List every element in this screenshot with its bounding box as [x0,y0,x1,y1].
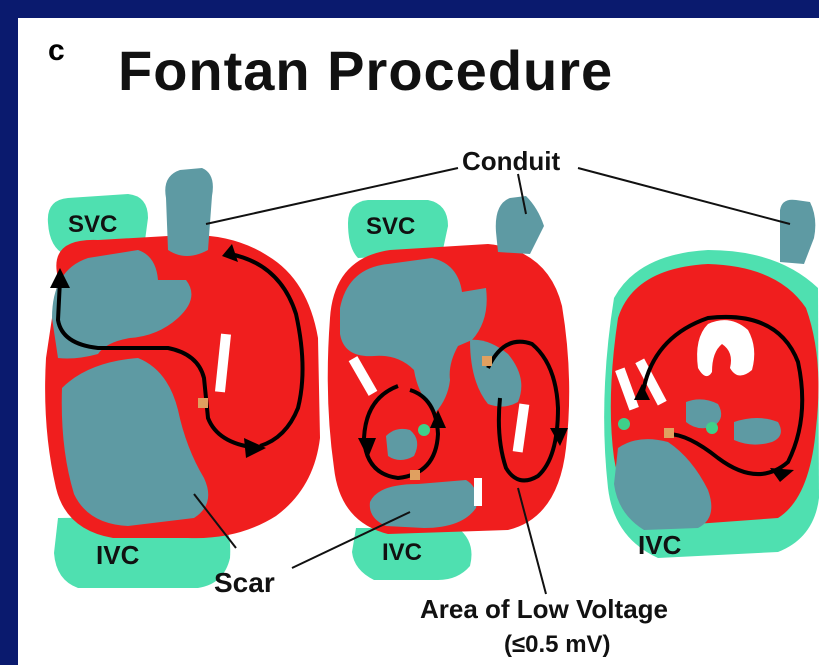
svc-middle-label: SVC [366,213,415,240]
ivc-middle-label: IVC [382,539,422,566]
right-heart-map [604,200,819,558]
conduit-label: Conduit [462,146,561,176]
left-ablation-site [198,398,208,408]
middle-heart-map [328,196,569,580]
middle-ablation-site-2 [410,470,420,480]
right-marker-2 [706,422,718,434]
right-scar-oval [734,418,781,445]
conduit-leader-right [578,168,790,224]
ivc-left-label: IVC [96,540,140,570]
middle-marker [418,424,430,436]
ivc-right-label: IVC [638,530,682,560]
left-conduit [165,168,213,256]
low-voltage-threshold: (≤0.5 mV) [504,631,611,658]
svc-left-label: SVC [68,211,117,238]
figure-frame: c Fontan Procedure [18,18,819,665]
right-conduit [780,200,815,264]
middle-conduit [496,196,544,254]
right-ablation-site [664,428,674,438]
scar-label: Scar [214,567,275,598]
middle-ablation-site-1 [482,356,492,366]
middle-white-line-3 [474,478,482,506]
right-marker-1 [618,418,630,430]
low-voltage-label: Area of Low Voltage [420,594,668,624]
middle-scar-small [386,429,417,460]
fontan-diagram: Conduit SVC SVC IVC IVC IVC Scar Area of… [18,18,819,665]
